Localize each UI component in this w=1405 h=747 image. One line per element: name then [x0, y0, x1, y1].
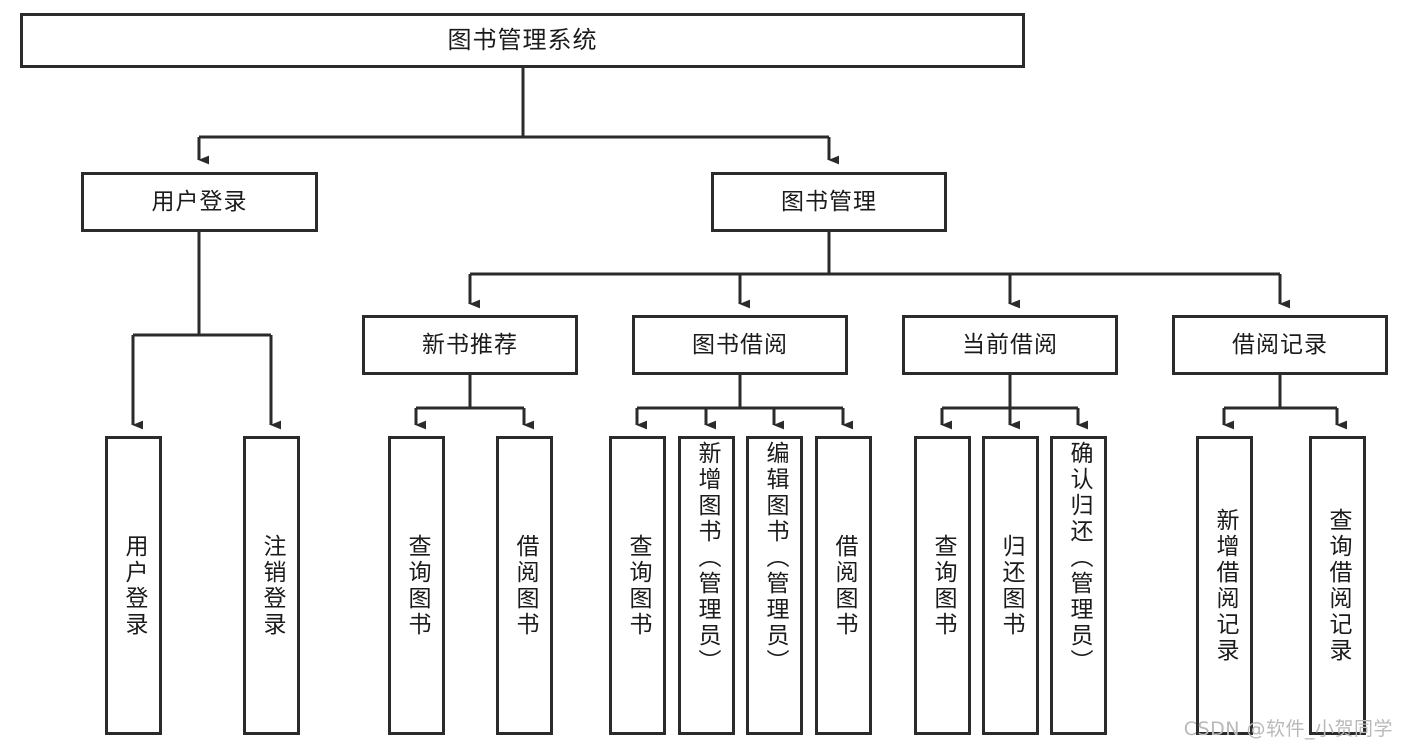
- node-leaf-user-login[interactable]: 用户登录: [105, 436, 162, 735]
- node-leaf-query-book-cb[interactable]: 查询图书: [914, 436, 971, 735]
- node-label: 当前借阅: [962, 331, 1058, 358]
- node-leaf-query-borrow-record[interactable]: 查询借阅记录: [1309, 436, 1366, 735]
- node-book-management[interactable]: 图书管理: [711, 172, 947, 232]
- node-leaf-add-borrow-record[interactable]: 新增借阅记录: [1196, 436, 1253, 735]
- node-label: 查询图书: [404, 533, 430, 638]
- node-label: 图书管理: [781, 188, 877, 215]
- node-label: 借阅记录: [1232, 331, 1328, 358]
- node-root-system[interactable]: 图书管理系统: [20, 13, 1025, 68]
- node-leaf-borrow-book-nb[interactable]: 借阅图书: [496, 436, 553, 735]
- node-user-login[interactable]: 用户登录: [81, 172, 318, 232]
- node-current-borrow[interactable]: 当前借阅: [902, 315, 1118, 375]
- node-label: 新增图书（管理员）: [694, 441, 720, 675]
- node-new-book-recommend[interactable]: 新书推荐: [362, 315, 578, 375]
- node-leaf-query-book-nb[interactable]: 查询图书: [388, 436, 445, 735]
- node-label: 图书管理系统: [447, 25, 598, 54]
- node-leaf-edit-book-admin[interactable]: 编辑图书（管理员）: [746, 436, 803, 735]
- node-leaf-add-book-admin[interactable]: 新增图书（管理员）: [678, 436, 735, 735]
- node-leaf-return-book[interactable]: 归还图书: [982, 436, 1039, 735]
- node-label: 查询借阅记录: [1325, 507, 1351, 664]
- node-leaf-query-book-bb[interactable]: 查询图书: [609, 436, 666, 735]
- node-label: 注销登录: [259, 533, 285, 638]
- node-leaf-borrow-book-bb[interactable]: 借阅图书: [815, 436, 872, 735]
- node-book-borrow[interactable]: 图书借阅: [632, 315, 848, 375]
- node-leaf-confirm-return-admin[interactable]: 确认归还（管理员）: [1050, 436, 1107, 735]
- node-label: 查询图书: [625, 533, 651, 638]
- node-label: 图书借阅: [692, 331, 788, 358]
- node-label: 新增借阅记录: [1212, 507, 1238, 664]
- node-label: 借阅图书: [512, 533, 538, 638]
- node-label: 用户登录: [151, 188, 248, 215]
- node-leaf-logout[interactable]: 注销登录: [243, 436, 300, 735]
- node-label: 查询图书: [930, 533, 956, 638]
- node-label: 用户登录: [121, 533, 147, 638]
- node-label: 编辑图书（管理员）: [762, 441, 788, 675]
- node-label: 确认归还（管理员）: [1066, 441, 1092, 675]
- node-label: 新书推荐: [422, 331, 518, 358]
- node-label: 归还图书: [998, 533, 1024, 638]
- node-label: 借阅图书: [831, 533, 857, 638]
- node-borrow-record[interactable]: 借阅记录: [1172, 315, 1388, 375]
